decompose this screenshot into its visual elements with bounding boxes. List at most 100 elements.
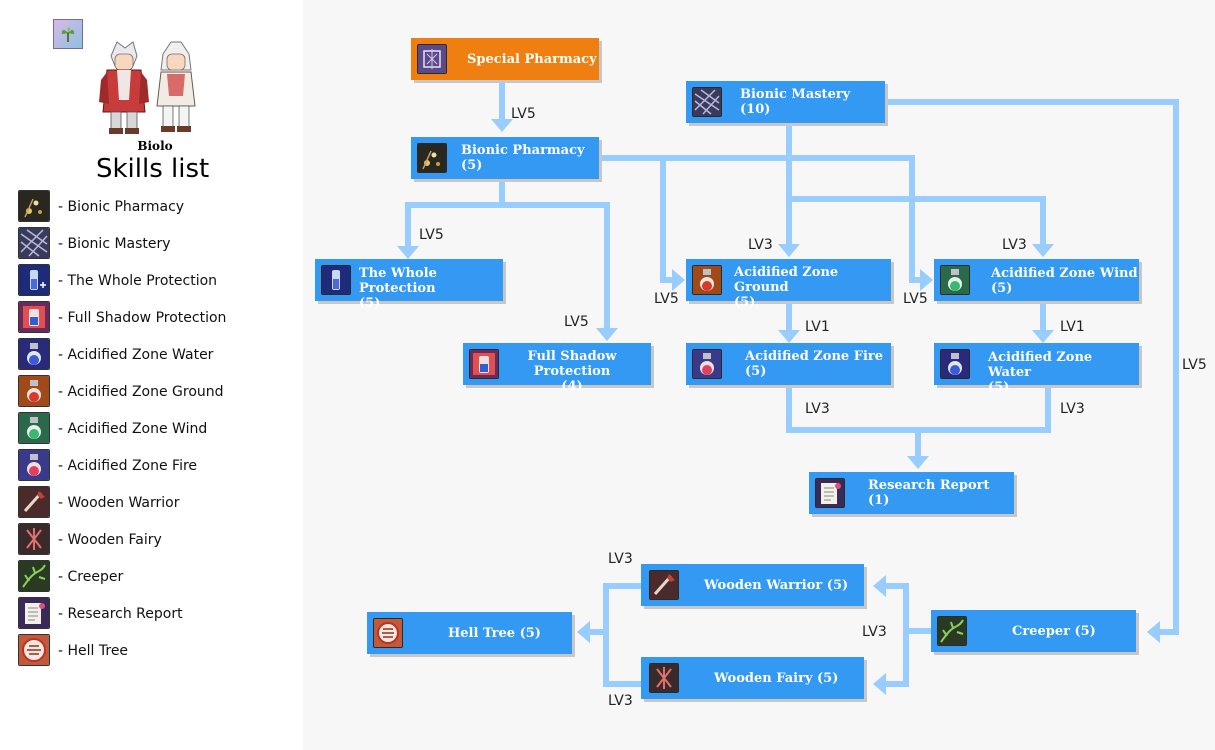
list-item-label: - Full Shadow Protection xyxy=(58,310,227,326)
list-item-label: - Research Report xyxy=(58,606,183,622)
node-label: Bionic Mastery (10) xyxy=(740,87,851,117)
level-label: LV5 xyxy=(419,227,444,243)
arrowhead xyxy=(397,246,419,259)
level-label: LV3 xyxy=(862,624,887,640)
creeper-icon xyxy=(937,616,967,646)
wooden-fairy-icon xyxy=(18,523,50,555)
node-label-line: (5) xyxy=(359,296,381,311)
node-label-line: (5) xyxy=(745,364,767,379)
level-label: LV3 xyxy=(608,551,633,567)
arrowhead xyxy=(778,244,800,257)
list-item-label: - Bionic Pharmacy xyxy=(58,199,185,215)
acidified-zone-water-icon xyxy=(18,338,50,370)
node-label-line: (5) xyxy=(991,281,1013,296)
skill-node-wooden-warrior[interactable]: Wooden Warrior (5) xyxy=(641,564,864,606)
node-label: Special Pharmacy xyxy=(467,51,597,67)
list-item: - Acidified Zone Ground xyxy=(18,375,278,409)
connector-warrior-to-hell xyxy=(603,583,641,687)
list-item: - Acidified Zone Wind xyxy=(18,412,278,446)
arrowhead xyxy=(1032,330,1054,343)
list-item-label: - Acidified Zone Ground xyxy=(58,384,224,400)
node-label-line: (5) xyxy=(988,380,1010,395)
skill-node-creeper[interactable]: Creeper (5) xyxy=(931,610,1136,652)
node-label: Research Report (1) xyxy=(868,478,990,508)
full-shadow-protection-icon xyxy=(18,301,50,333)
skill-node-acidified-zone-wind[interactable]: Acidified Zone Wind(5) xyxy=(934,259,1139,301)
node-label-line: Acidified Zone Ground xyxy=(734,265,839,295)
arrowhead xyxy=(920,269,933,291)
character-sprite-icon xyxy=(99,41,196,134)
level-label: LV3 xyxy=(1060,401,1085,417)
skills-list-title: Skills list xyxy=(96,154,210,184)
special-pharmacy-icon xyxy=(417,44,447,74)
connector-creeper-to-warrior xyxy=(886,583,931,634)
skill-node-research-report[interactable]: Research Report (1) xyxy=(809,472,1014,514)
node-label-line: Acidified Zone Water xyxy=(988,350,1093,380)
node-label: Acidified Zone Fire(5) xyxy=(745,349,883,379)
wooden-warrior-icon xyxy=(649,570,679,600)
list-item: - Research Report xyxy=(18,597,278,631)
node-label: Creeper (5) xyxy=(1012,623,1096,639)
connector-mastery-to-creeper xyxy=(885,99,1179,635)
arrowhead xyxy=(873,575,886,597)
level-label: LV5 xyxy=(511,106,536,122)
node-label-line: Full Shadow xyxy=(527,349,617,364)
list-item: - Acidified Zone Water xyxy=(18,338,278,372)
node-label: The Whole Protection(5) xyxy=(359,266,503,311)
class-emblem-icon xyxy=(53,19,83,49)
skill-node-bionic-mastery[interactable]: Bionic Mastery (10) xyxy=(686,81,885,123)
node-label-line: Acidified Zone Wind xyxy=(991,266,1138,281)
acidified-zone-ground-icon xyxy=(18,375,50,407)
level-label: LV1 xyxy=(805,319,830,335)
node-label: Wooden Fairy (5) xyxy=(714,670,839,686)
level-label: LV5 xyxy=(564,314,589,330)
connector-pharmacy-to-shadow xyxy=(502,202,610,330)
skill-node-acidified-zone-fire[interactable]: Acidified Zone Fire(5) xyxy=(686,343,891,385)
bionic-mastery-icon xyxy=(692,87,722,117)
skill-node-whole-protection[interactable]: The Whole Protection(5) xyxy=(315,259,503,311)
list-item: - Bionic Pharmacy xyxy=(18,190,278,224)
connector-creeper-to-fairy xyxy=(886,631,909,687)
skill-node-bionic-pharmacy[interactable]: Bionic Pharmacy (5) xyxy=(411,137,599,179)
level-label: LV1 xyxy=(1060,319,1085,335)
skill-node-acidified-zone-water[interactable]: Acidified Zone Water(5) xyxy=(934,343,1139,395)
level-label: LV3 xyxy=(748,237,773,253)
skill-node-acidified-zone-ground[interactable]: Acidified Zone Ground(5) xyxy=(686,259,891,310)
list-item-label: - Acidified Zone Fire xyxy=(58,458,198,474)
list-item-label: - Bionic Mastery xyxy=(58,236,171,252)
node-label: Acidified Zone Water(5) xyxy=(988,350,1139,395)
wooden-fairy-icon xyxy=(649,663,679,693)
bionic-pharmacy-icon xyxy=(18,190,50,222)
bionic-mastery-icon xyxy=(18,227,50,259)
arrowhead xyxy=(778,330,800,343)
node-label-line: Acidified Zone Fire xyxy=(745,349,884,364)
node-label-line: Protection (4) xyxy=(533,364,611,394)
acidified-zone-wind-icon xyxy=(940,265,970,295)
whole-protection-icon xyxy=(321,265,351,295)
arrowhead xyxy=(491,119,513,132)
skills-list-panel: Biolo Skills list - Bionic Pharmacy - Bi… xyxy=(0,0,303,750)
list-item: - Creeper xyxy=(18,560,278,594)
node-label-line: The Whole Protection xyxy=(359,266,437,296)
skill-node-special-pharmacy[interactable]: Special Pharmacy xyxy=(411,38,599,80)
list-item: - Wooden Warrior xyxy=(18,486,278,520)
level-label: LV5 xyxy=(903,291,928,307)
list-item-label: - The Whole Protection xyxy=(58,273,218,289)
skill-node-wooden-fairy[interactable]: Wooden Fairy (5) xyxy=(641,657,864,699)
arrowhead xyxy=(907,456,929,469)
list-item: - Wooden Fairy xyxy=(18,523,278,557)
node-label: Acidified Zone Ground(5) xyxy=(734,265,891,310)
full-shadow-protection-icon xyxy=(469,349,499,379)
acidified-zone-wind-icon xyxy=(18,412,50,444)
acidified-zone-ground-icon xyxy=(692,265,722,295)
character-name: Biolo xyxy=(137,139,173,153)
node-label: Wooden Warrior (5) xyxy=(704,577,849,593)
list-item-label: - Wooden Warrior xyxy=(58,495,180,511)
bionic-pharmacy-icon xyxy=(417,143,447,173)
skill-node-hell-tree[interactable]: Hell Tree (5) xyxy=(367,612,572,654)
whole-protection-icon xyxy=(18,264,50,296)
hell-tree-icon xyxy=(373,618,403,648)
